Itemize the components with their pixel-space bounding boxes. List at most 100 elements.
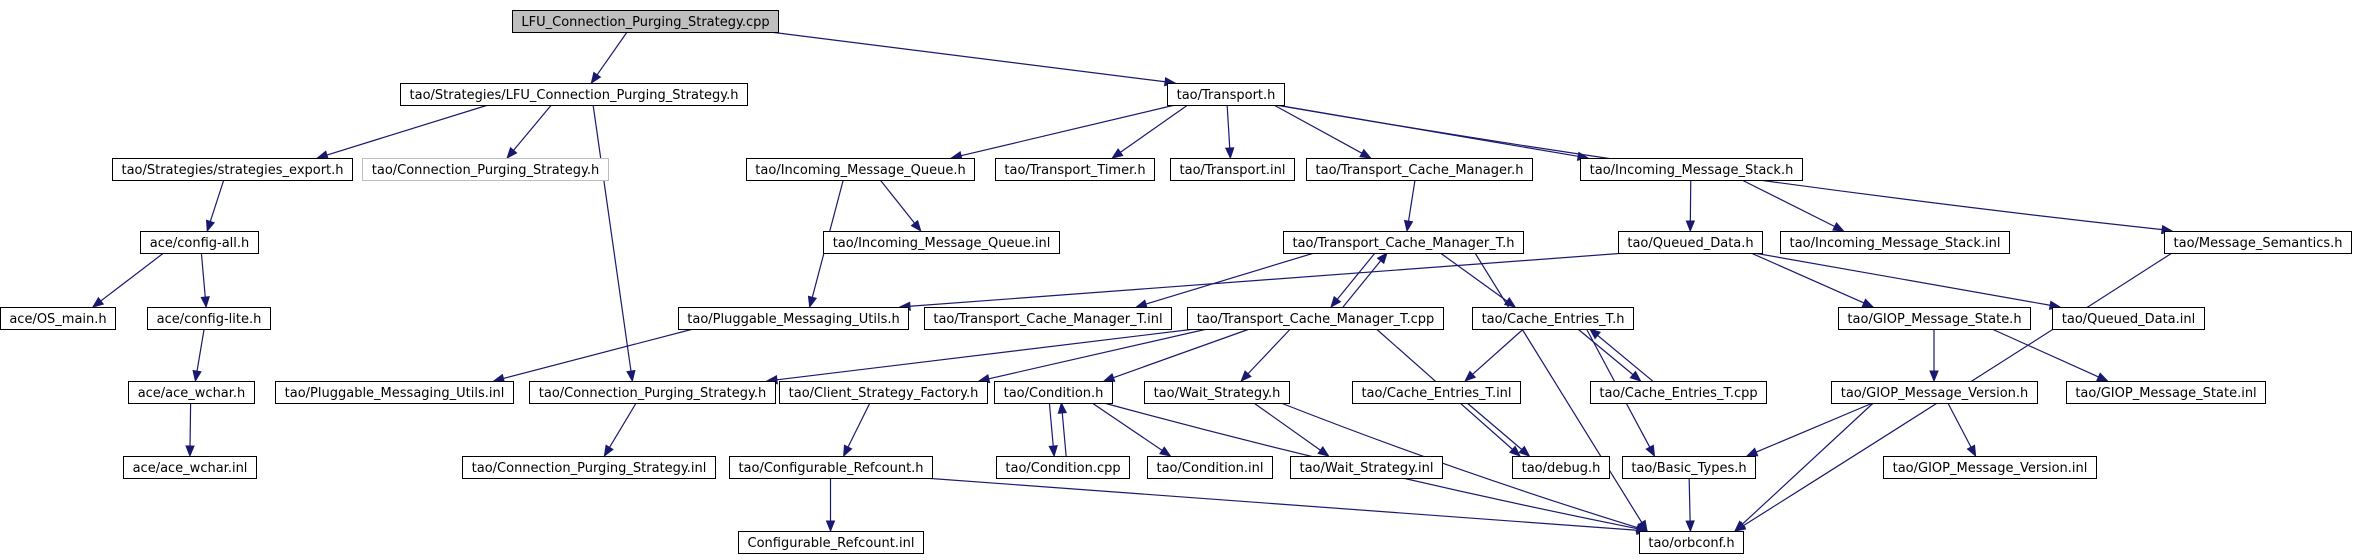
node-label: tao/Connection_Purging_Strategy.inl bbox=[472, 461, 707, 476]
node-label: tao/Condition.h bbox=[1004, 386, 1104, 401]
node-label: tao/Transport_Cache_Manager_T.cpp bbox=[1197, 312, 1435, 327]
node-tao-incoming-message-stack-h[interactable]: tao/Incoming_Message_Stack.h bbox=[1580, 158, 1803, 181]
edge-arrowhead bbox=[1057, 401, 1068, 414]
node-tao-transport-cache-manager-t-h[interactable]: tao/Transport_Cache_Manager_T.h bbox=[1283, 231, 1524, 254]
edge-line bbox=[1280, 402, 1638, 529]
edge-tcmt_h-to-tcmt_cpp bbox=[1330, 252, 1376, 309]
node-tao-queued-data-inl[interactable]: tao/Queued_Data.inl bbox=[2052, 307, 2205, 330]
node-tao-connection-purging-strategy-inl[interactable]: tao/Connection_Purging_Strategy.inl bbox=[462, 456, 716, 479]
node-ace-ace-wchar-h[interactable]: ace/ace_wchar.h bbox=[128, 381, 255, 404]
node-tao-basic-types-h[interactable]: tao/Basic_Types.h bbox=[1622, 456, 1756, 479]
node-tao-giop-message-version-inl[interactable]: tao/GIOP_Message_Version.inl bbox=[1883, 456, 2097, 479]
node-tao-transport-timer-h[interactable]: tao/Transport_Timer.h bbox=[995, 158, 1155, 181]
node-tao-giop-message-state-inl[interactable]: tao/GIOP_Message_State.inl bbox=[2066, 381, 2266, 404]
node-tao-condition-h[interactable]: tao/Condition.h bbox=[994, 381, 1113, 404]
node-box bbox=[1144, 381, 1290, 404]
edge-line bbox=[1253, 402, 1321, 451]
node-tao-pluggable-messaging-utils-h[interactable]: tao/Pluggable_Messaging_Utils.h bbox=[678, 307, 909, 330]
node-box bbox=[1472, 307, 1634, 330]
edge-tcmt_cpp-to-tcmt_h bbox=[1342, 251, 1388, 308]
edge-line bbox=[1577, 328, 1634, 376]
edge-arrowhead bbox=[626, 369, 636, 383]
edge-line bbox=[1407, 179, 1416, 222]
node-label: tao/Client_Strategy_Factory.h bbox=[789, 386, 979, 401]
node-box bbox=[512, 10, 779, 33]
node-tao-giop-message-state-h[interactable]: tao/GIOP_Message_State.h bbox=[1838, 307, 2031, 330]
edge-line bbox=[608, 402, 637, 448]
node-tao-orbconf-h[interactable]: tao/orbconf.h bbox=[1639, 531, 1744, 554]
node-tao-client-strategy-factory-h[interactable]: tao/Client_Strategy_Factory.h bbox=[779, 381, 988, 404]
edge-arrowhead bbox=[1464, 370, 1477, 382]
node-tao-queued-data-h[interactable]: tao/Queued_Data.h bbox=[1618, 231, 1763, 254]
edge-line bbox=[1091, 402, 1163, 451]
node-tao-connection-purging-strategy-h[interactable]: tao/Connection_Purging_Strategy.h bbox=[529, 381, 776, 404]
edge-transport_h-to-imq_h bbox=[950, 104, 1176, 161]
node-tao-incoming-message-queue-inl[interactable]: tao/Incoming_Message_Queue.inl bbox=[823, 231, 1060, 254]
node-tao-transport-cache-manager-t-cpp[interactable]: tao/Transport_Cache_Manager_T.cpp bbox=[1187, 307, 1444, 330]
node-tao-transport-h[interactable]: tao/Transport.h bbox=[1167, 83, 1285, 106]
node-tao-cache-entries-t-cpp[interactable]: tao/Cache_Entries_T.cpp bbox=[1590, 381, 1767, 404]
node-box bbox=[924, 307, 1172, 330]
edge-arrowhead bbox=[1832, 222, 1845, 232]
node-label: tao/Cache_Entries_T.h bbox=[1482, 312, 1625, 327]
node-label: tao/Transport_Cache_Manager.h bbox=[1316, 163, 1524, 178]
node-label: tao/Incoming_Message_Stack.h bbox=[1590, 163, 1794, 178]
node-tao-strategies-strategies-export-h[interactable]: tao/Strategies/strategies_export.h bbox=[112, 158, 353, 181]
node-tao-transport-cache-manager-h[interactable]: tao/Transport_Cache_Manager.h bbox=[1306, 158, 1533, 181]
node-label: tao/GIOP_Message_Version.h bbox=[1841, 386, 2029, 401]
edge-line bbox=[1113, 328, 1250, 379]
node-label: tao/Queued_Data.h bbox=[1627, 236, 1753, 251]
edge-arrowhead bbox=[316, 150, 329, 160]
node-box bbox=[275, 381, 514, 404]
edge-arrowhead bbox=[1403, 219, 1414, 233]
edge-arrowhead bbox=[1929, 370, 1939, 383]
edge-arrowhead bbox=[843, 444, 853, 458]
node-tao-wait-strategy-inl[interactable]: tao/Wait_Strategy.inl bbox=[1290, 456, 1443, 479]
node-tao-wait-strategy-h[interactable]: tao/Wait_Strategy.h bbox=[1144, 381, 1290, 404]
node-tao-incoming-message-stack-inl[interactable]: tao/Incoming_Message_Stack.inl bbox=[1780, 231, 2010, 254]
node-ace-config-lite-h[interactable]: ace/config-lite.h bbox=[147, 307, 271, 330]
node-label: LFU_Connection_Purging_Strategy.cpp bbox=[521, 15, 769, 30]
node-tao-connection-purging-strategy-h[interactable]: tao/Connection_Purging_Strategy.h bbox=[362, 158, 609, 181]
edge-transport_h-to-tcm_h bbox=[1273, 104, 1372, 159]
node-ace-os-main-h[interactable]: ace/OS_main.h bbox=[0, 307, 116, 330]
edge-arrowhead bbox=[1685, 520, 1695, 533]
edge-arrowhead bbox=[1645, 444, 1656, 458]
node-box bbox=[128, 381, 255, 404]
node-tao-giop-message-version-h[interactable]: tao/GIOP_Message_Version.h bbox=[1831, 381, 2038, 404]
node-tao-cache-entries-t-h[interactable]: tao/Cache_Entries_T.h bbox=[1472, 307, 1634, 330]
node-tao-incoming-message-queue-h[interactable]: tao/Incoming_Message_Queue.h bbox=[746, 158, 975, 181]
node-tao-message-semantics-h[interactable]: tao/Message_Semantics.h bbox=[2164, 231, 2352, 254]
node-tao-pluggable-messaging-utils-inl[interactable]: tao/Pluggable_Messaging_Utils.inl bbox=[275, 381, 514, 404]
edge-lfu_h-to-cps_h bbox=[592, 104, 636, 383]
edge-gmv_h-to-orbconf bbox=[1734, 402, 1874, 532]
edge-ims_h-to-qd_h bbox=[1685, 179, 1696, 233]
node-tao-cache-entries-t-inl[interactable]: tao/Cache_Entries_T.inl bbox=[1352, 381, 1521, 404]
edge-arrowhead bbox=[1745, 447, 1759, 457]
node-box bbox=[1512, 456, 1610, 479]
node-tao-debug-h[interactable]: tao/debug.h bbox=[1512, 456, 1610, 479]
node-label: ace/OS_main.h bbox=[9, 312, 106, 327]
edge-arrowhead bbox=[590, 71, 602, 85]
node-label: tao/Cache_Entries_T.inl bbox=[1361, 386, 1511, 401]
node-tao-strategies-lfu-connection-purging-strategy-h[interactable]: tao/Strategies/LFU_Connection_Purging_St… bbox=[400, 83, 748, 106]
node-ace-config-all-h[interactable]: ace/config-all.h bbox=[140, 231, 259, 254]
edge-line bbox=[1741, 402, 1874, 525]
edge-tcm_h-to-tcmt_h bbox=[1403, 179, 1416, 233]
node-lfu-connection-purging-strategy-cpp[interactable]: LFU_Connection_Purging_Strategy.cpp bbox=[512, 10, 779, 33]
node-box bbox=[1618, 231, 1763, 254]
node-tao-transport-cache-manager-t-inl[interactable]: tao/Transport_Cache_Manager_T.inl bbox=[924, 307, 1172, 330]
edge-cref_h-to-orbconf bbox=[923, 477, 1649, 535]
node-tao-condition-cpp[interactable]: tao/Condition.cpp bbox=[996, 456, 1130, 479]
edge-arrowhead bbox=[506, 146, 518, 160]
node-ace-ace-wchar-inl[interactable]: ace/ace_wchar.inl bbox=[123, 456, 257, 479]
edge-line bbox=[1688, 477, 1691, 522]
node-tao-configurable-refcount-h[interactable]: tao/Configurable_Refcount.h bbox=[729, 456, 933, 479]
node-configurable-refcount-inl[interactable]: Configurable_Refcount.inl bbox=[738, 531, 924, 554]
node-label: tao/Transport_Cache_Manager_T.h bbox=[1292, 236, 1514, 251]
node-tao-transport-inl[interactable]: tao/Transport.inl bbox=[1170, 158, 1295, 181]
edge-ace_wchar_h-to-ace_wchar_inl bbox=[185, 402, 195, 458]
node-tao-condition-inl[interactable]: tao/Condition.inl bbox=[1147, 456, 1273, 479]
node-box bbox=[1283, 231, 1524, 254]
edge-gms_h-to-gmv_h bbox=[1929, 329, 1939, 383]
